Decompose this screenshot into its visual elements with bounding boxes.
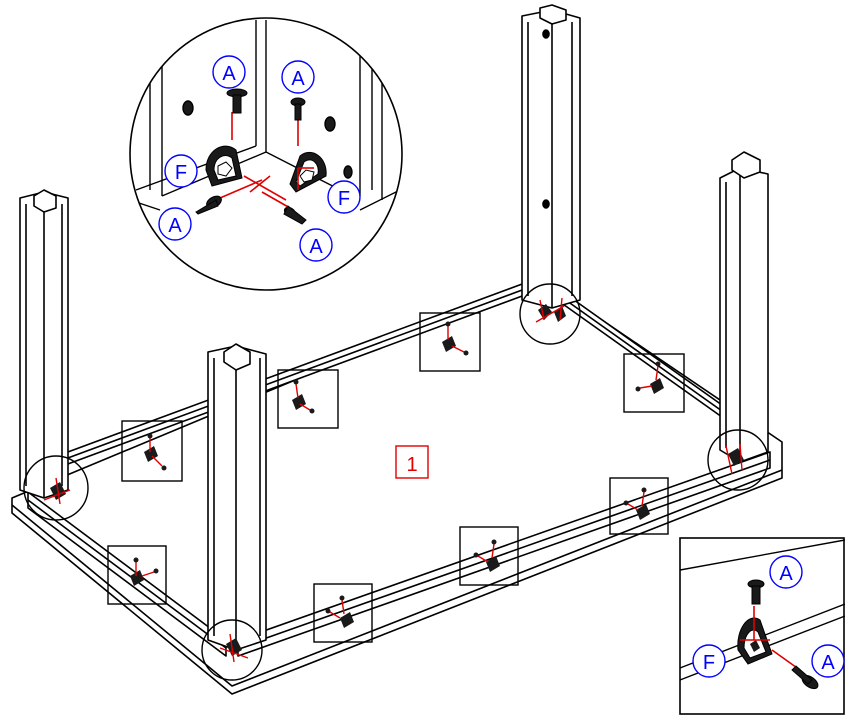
callout-f: F — [327, 180, 361, 214]
callout-a: A — [281, 60, 315, 94]
svg-text:F: F — [175, 162, 187, 184]
callout-a: A — [212, 55, 246, 89]
svg-text:A: A — [291, 68, 305, 90]
bracket-boxes — [107, 312, 685, 643]
zoom-detail-corner: A A F F A A — [129, 17, 403, 291]
bracket-box — [107, 545, 167, 605]
svg-text:F: F — [703, 652, 715, 674]
svg-text:A: A — [779, 563, 793, 585]
bracket-box — [609, 477, 669, 535]
bracket-box — [121, 420, 183, 482]
callout-a: A — [811, 644, 845, 678]
legs — [19, 4, 769, 651]
leg-right — [719, 151, 769, 463]
bracket-box — [313, 583, 373, 643]
base-panel-edge — [11, 469, 783, 687]
bracket-box — [419, 312, 481, 372]
callout-f: F — [164, 154, 198, 188]
corner-markers — [23, 283, 769, 681]
callout-a: A — [769, 555, 803, 589]
bracket-box — [623, 353, 685, 413]
corner-circle-left — [23, 455, 89, 521]
mounting-bracket-icon — [737, 617, 773, 665]
table-frame — [11, 277, 783, 695]
leg-back — [521, 4, 581, 309]
step-number-box: 1 — [395, 445, 429, 479]
screw-icon — [747, 579, 765, 605]
svg-text:A: A — [821, 652, 835, 674]
bracket-box — [277, 369, 339, 429]
screw-icon — [290, 97, 306, 121]
corner-bracket-icon — [289, 151, 327, 193]
callout-a: A — [299, 228, 333, 262]
leg-left — [19, 189, 69, 499]
callout-f: F — [692, 644, 726, 678]
corner-circle-right — [707, 429, 769, 491]
leg-front — [207, 343, 267, 651]
screw-icon — [195, 195, 222, 215]
svg-text:F: F — [338, 188, 350, 210]
svg-text:A: A — [222, 63, 236, 85]
inset-detail-rail: A F A — [679, 537, 845, 715]
step-number: 1 — [406, 454, 417, 476]
corner-circle-back — [519, 283, 581, 345]
corner-circle-front — [201, 619, 263, 681]
screw-icon — [283, 205, 307, 225]
svg-text:A: A — [309, 236, 323, 258]
screw-icon — [226, 88, 248, 114]
svg-text:A: A — [168, 215, 182, 237]
corner-bracket-icon — [205, 145, 243, 187]
corner-hardware — [43, 297, 744, 663]
callout-a: A — [158, 207, 192, 241]
screw-icon — [791, 665, 819, 690]
bracket-box — [459, 526, 519, 586]
